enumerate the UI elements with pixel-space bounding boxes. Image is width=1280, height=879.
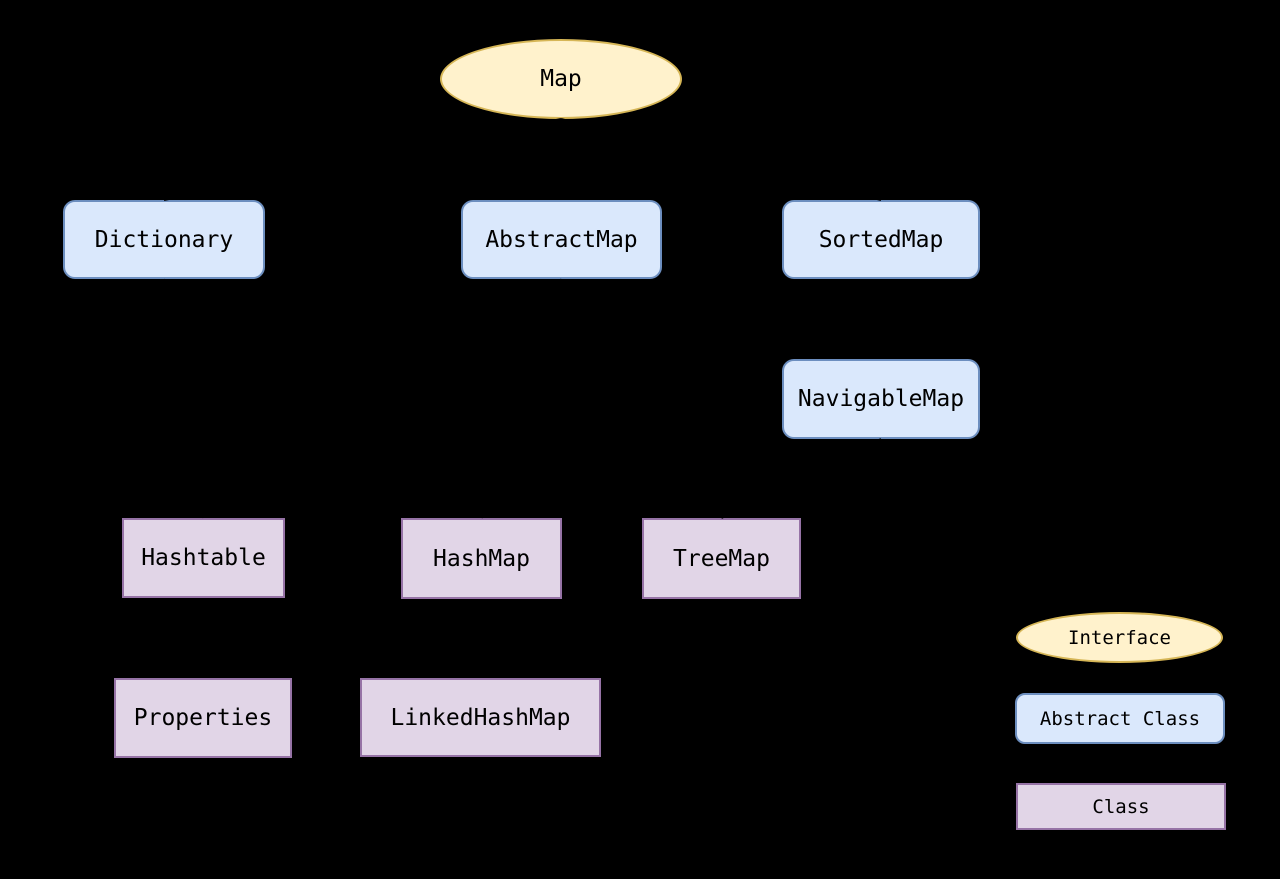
- node-hashmap: HashMap: [401, 518, 562, 599]
- node-treemap: TreeMap: [642, 518, 801, 599]
- edge-map-to-abstractmap: [560, 118, 563, 201]
- node-label: LinkedHashMap: [390, 704, 571, 731]
- node-map-interface: Map: [440, 39, 682, 119]
- node-dictionary: Dictionary: [63, 200, 265, 279]
- node-label: HashMap: [433, 545, 530, 572]
- node-label: AbstractMap: [485, 226, 638, 253]
- node-label: Hashtable: [141, 545, 266, 571]
- node-label: SortedMap: [818, 226, 944, 253]
- edge-map-to-dictionary: [163, 118, 562, 201]
- edge-dictionary-to-hashtable: [163, 278, 205, 519]
- node-label: Properties: [133, 705, 273, 731]
- node-label: NavigableMap: [797, 386, 965, 412]
- node-sortedmap: SortedMap: [782, 200, 980, 279]
- node-navigablemap: NavigableMap: [782, 359, 980, 439]
- node-label: TreeMap: [673, 545, 770, 572]
- node-properties: Properties: [114, 678, 292, 758]
- legend-interface-sample: Interface: [1016, 612, 1223, 663]
- edge-abstractmap-to-hashmap: [480, 278, 563, 519]
- legend-label: Class: [1092, 795, 1150, 818]
- edge-map-to-sortedmap: [560, 118, 882, 201]
- legend-label: Abstract Class: [1039, 707, 1201, 730]
- node-abstractmap: AbstractMap: [461, 200, 662, 279]
- node-label: Map: [540, 66, 582, 92]
- node-linkedhashmap: LinkedHashMap: [360, 678, 601, 757]
- edge-navigablemap-to-treemap: [721, 438, 882, 519]
- edge-hashtable-to-properties: [202, 597, 205, 679]
- node-label: Dictionary: [94, 226, 234, 253]
- legend-label: Interface: [1068, 626, 1171, 649]
- legend-abstract-class-sample: Abstract Class: [1015, 693, 1225, 744]
- node-hashtable: Hashtable: [122, 518, 285, 598]
- edge-hashmap-to-linkedhashmap: [479, 598, 483, 679]
- legend-class-sample: Class: [1016, 783, 1226, 830]
